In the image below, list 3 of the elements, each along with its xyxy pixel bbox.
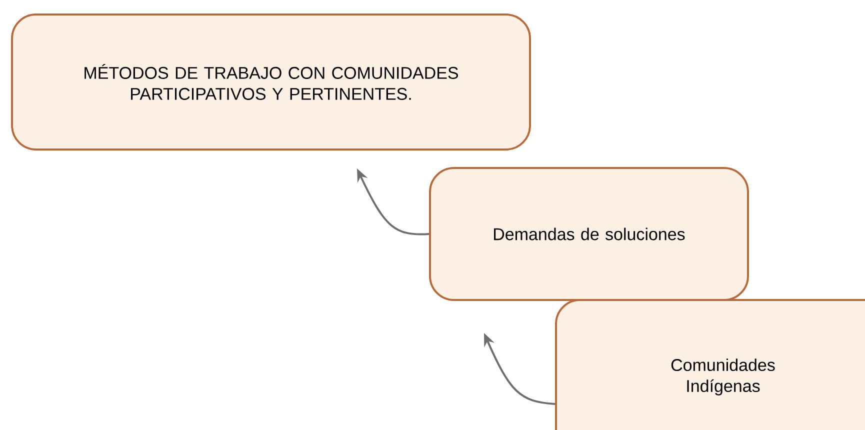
process-box: Demandas de soluciones bbox=[429, 167, 749, 301]
process-box: Comunidades Indígenas bbox=[555, 299, 865, 430]
process-box: MÉTODOS DE TRABAJO CON COMUNIDADES PARTICIPATIVOS Y PERTINENTES. bbox=[11, 14, 531, 150]
